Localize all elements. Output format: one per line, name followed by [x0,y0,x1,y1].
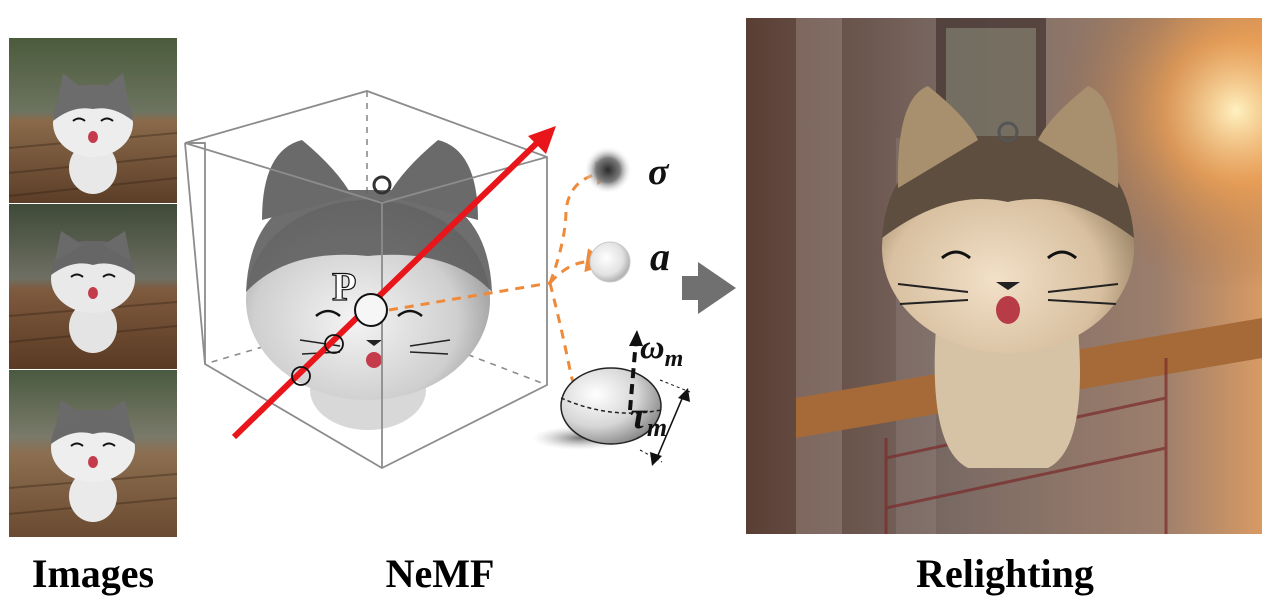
input-image-2 [9,204,177,369]
camera-ray [231,126,556,440]
input-image-3-art [9,370,177,537]
caption-images: Images [31,551,155,596]
input-image-1-art [9,38,177,203]
next-step-arrow [682,262,736,314]
sample-point-p [354,293,388,327]
albedo-icon [589,241,631,283]
tau-label: τm [630,395,667,442]
input-image-2-art [9,204,177,369]
sample-point-2 [324,334,344,354]
relighting-image-art [746,18,1262,534]
input-image-1 [9,38,177,203]
albedo-label: a [650,234,670,279]
sample-point-1 [291,366,311,386]
omega-label: ωm [640,329,683,372]
caption-relighting: Relighting [916,551,1094,596]
input-image-3 [9,370,177,537]
relighting-image [746,18,1262,534]
caption-nemf: NeMF [385,551,495,596]
density-icon [584,146,632,194]
cube-edges [184,90,548,470]
point-p-label: P [332,264,356,309]
density-label: σ [648,151,670,193]
microfacet-ellipsoid-icon [560,330,691,466]
